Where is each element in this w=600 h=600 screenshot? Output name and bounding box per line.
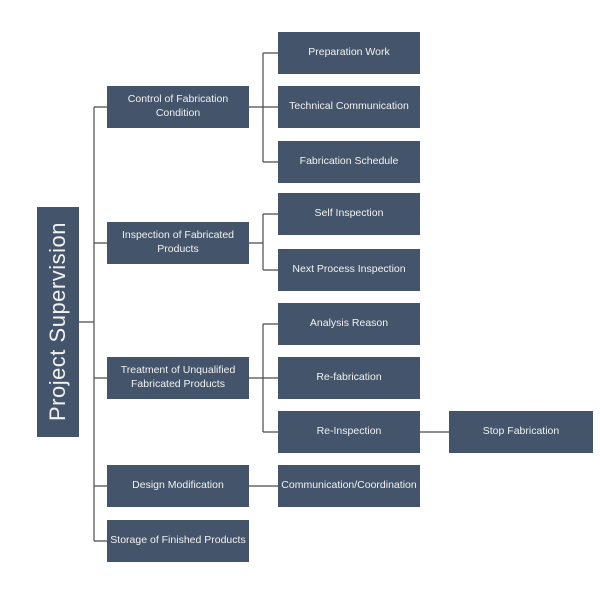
node-technical-communication: Technical Communication [278, 86, 420, 128]
node-project-supervision: Project Supervision [37, 207, 79, 437]
connector-treatment-group [249, 323, 278, 433]
node-design-modification: Design Modification [107, 465, 249, 507]
node-label: Stop Fabrication [482, 425, 560, 438]
node-label: Storage of Finished Products [110, 534, 246, 547]
node-inspection-of-fabricated-products: Inspection of Fabricated Products [107, 222, 249, 264]
node-label: Self Inspection [314, 207, 384, 220]
node-next-process-inspection: Next Process Inspection [278, 249, 420, 291]
node-preparation-work: Preparation Work [278, 32, 420, 74]
node-communication-coordination: Communication/Coordination [278, 465, 420, 507]
node-re-inspection: Re-Inspection [278, 411, 420, 453]
connector-control-group [249, 52, 278, 163]
node-label: Control of Fabrication Condition [127, 93, 229, 119]
node-label: Re-Inspection [316, 425, 382, 438]
node-storage-of-finished-products: Storage of Finished Products [107, 520, 249, 562]
node-analysis-reason: Analysis Reason [278, 303, 420, 345]
node-label: Technical Communication [289, 100, 409, 113]
node-label: Fabrication Schedule [299, 155, 399, 168]
node-self-inspection: Self Inspection [278, 193, 420, 235]
node-label: Inspection of Fabricated Products [121, 229, 235, 255]
connector-root-trunk [78, 106, 107, 542]
node-re-fabrication: Re-fabrication [278, 357, 420, 399]
node-label: Communication/Coordination [281, 479, 417, 492]
node-control-of-fabrication-condition: Control of Fabrication Condition [107, 86, 249, 128]
node-project-supervision-label: Project Supervision [44, 222, 70, 422]
connector-inspection-group [249, 213, 278, 271]
node-fabrication-schedule: Fabrication Schedule [278, 141, 420, 183]
node-label: Treatment of Unqualified Fabricated Prod… [120, 364, 236, 390]
node-label: Preparation Work [308, 46, 390, 59]
node-label: Design Modification [132, 479, 224, 492]
node-label: Analysis Reason [309, 317, 389, 330]
node-label: Re-fabrication [316, 371, 382, 384]
node-label: Next Process Inspection [292, 263, 406, 276]
node-treatment-of-unqualified-fabricated-products: Treatment of Unqualified Fabricated Prod… [107, 357, 249, 399]
node-stop-fabrication: Stop Fabrication [449, 411, 593, 453]
